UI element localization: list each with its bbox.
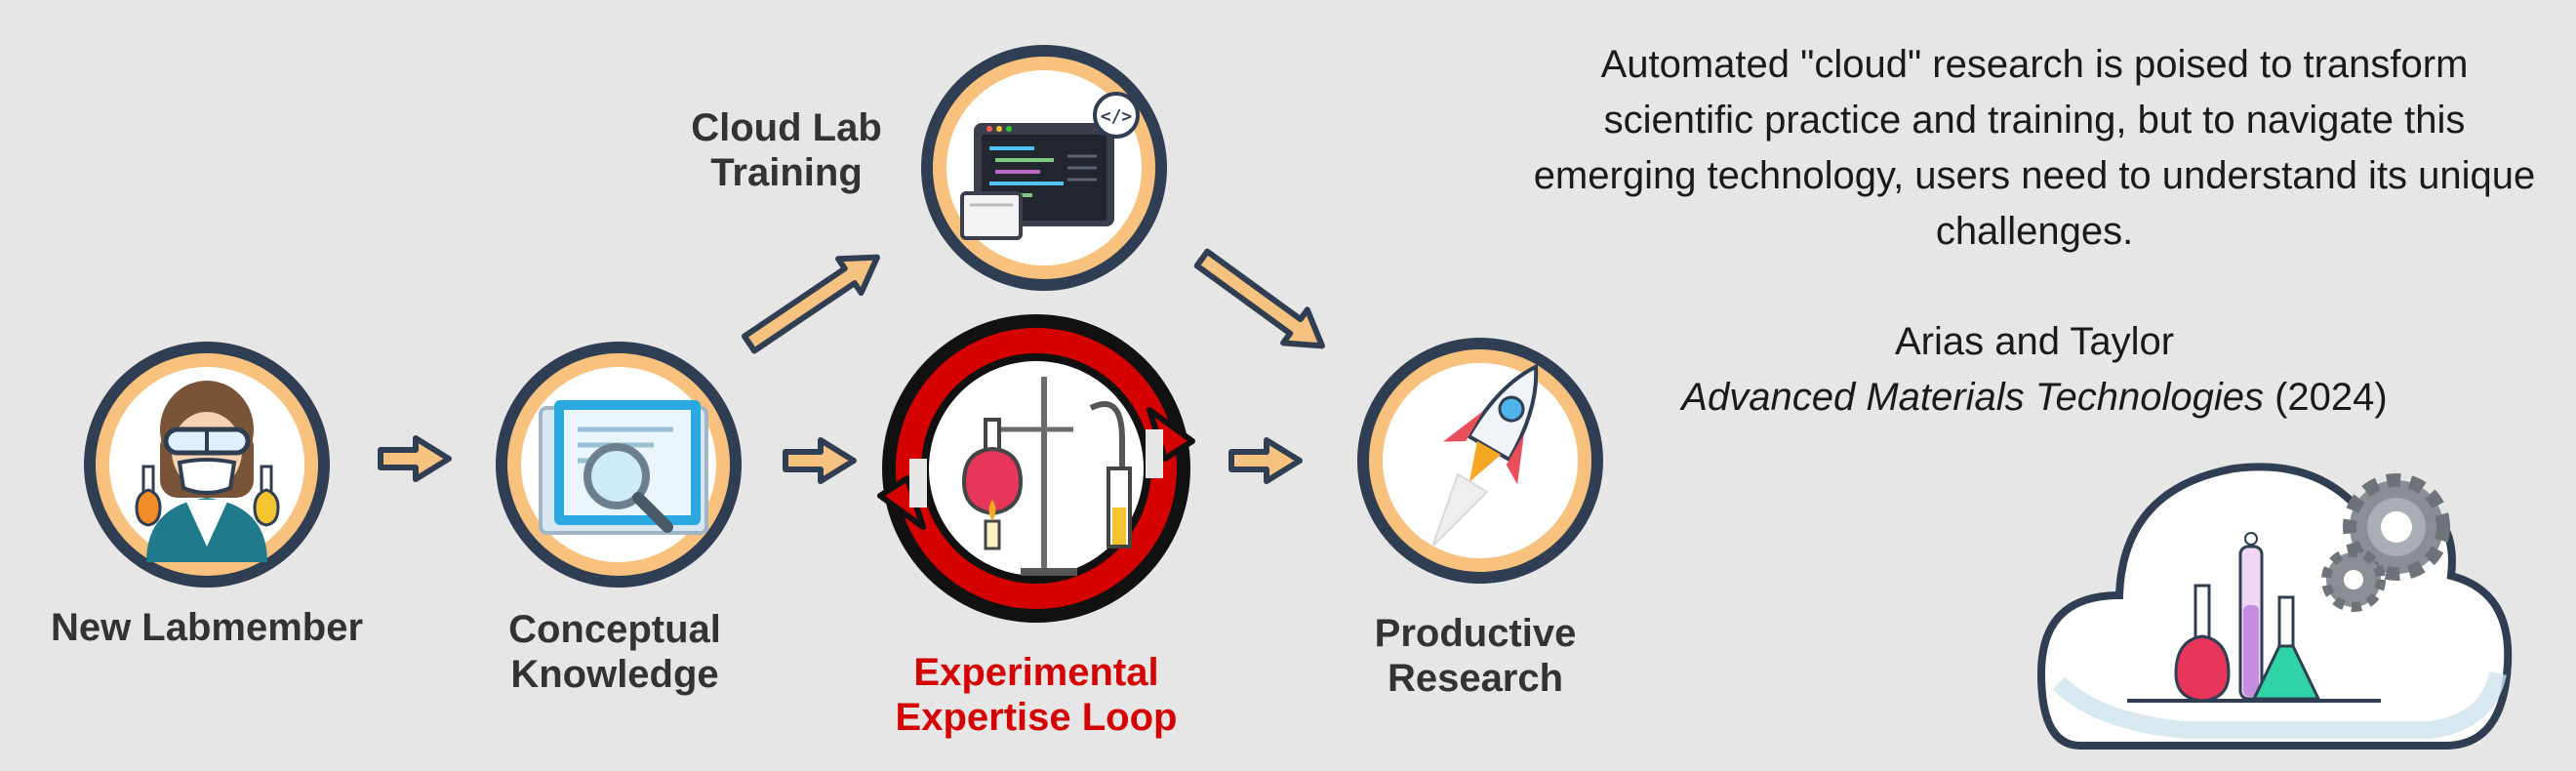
node-productive-research bbox=[1357, 338, 1603, 584]
svg-text:</>: </> bbox=[1101, 106, 1133, 127]
node-new-labmember bbox=[84, 342, 330, 588]
node-conceptual-knowledge bbox=[496, 342, 742, 588]
citation-authors: Arias and Taylor bbox=[1894, 320, 2175, 363]
node-cloud-lab-training: </> bbox=[921, 45, 1167, 291]
arrow-training-to-research bbox=[1193, 248, 1325, 349]
summary-quote: Automated "cloud" research is poised to … bbox=[1533, 43, 2536, 253]
citation: Arias and Taylor Advanced Materials Tech… bbox=[1532, 314, 2537, 426]
cloud-flasks-gears-icon bbox=[2036, 463, 2513, 750]
node-experimental-expertise-loop bbox=[877, 314, 1195, 623]
lab-apparatus-icon bbox=[961, 377, 1132, 576]
laptop-code-icon: </> bbox=[960, 92, 1140, 240]
citation-journal: Advanced Materials Technologies bbox=[1681, 376, 2275, 419]
arrow-loop-to-research bbox=[1231, 440, 1300, 481]
rocket-icon bbox=[1431, 363, 1539, 548]
document-magnifier-icon bbox=[539, 400, 708, 535]
arrow-knowledge-to-training bbox=[741, 254, 880, 354]
arrow-knowledge-to-loop bbox=[785, 440, 854, 481]
label-cloud-lab-training: Cloud Lab Training bbox=[691, 106, 882, 194]
label-productive-research: Productive Research bbox=[1374, 612, 1577, 700]
gear-icon bbox=[2321, 473, 2450, 612]
scientist-with-flasks-icon bbox=[135, 381, 280, 562]
label-conceptual-knowledge: Conceptual Knowledge bbox=[508, 608, 721, 696]
label-new-labmember: New Labmember bbox=[50, 606, 364, 649]
label-experimental-expertise-loop: Experimental Expertise Loop bbox=[895, 651, 1178, 739]
citation-year: (2024) bbox=[2274, 376, 2388, 419]
citation-source: Advanced Materials Technologies (2024) bbox=[1532, 370, 2537, 426]
loop-arrowheads bbox=[877, 407, 1195, 530]
arrow-labmember-to-knowledge bbox=[381, 438, 449, 479]
